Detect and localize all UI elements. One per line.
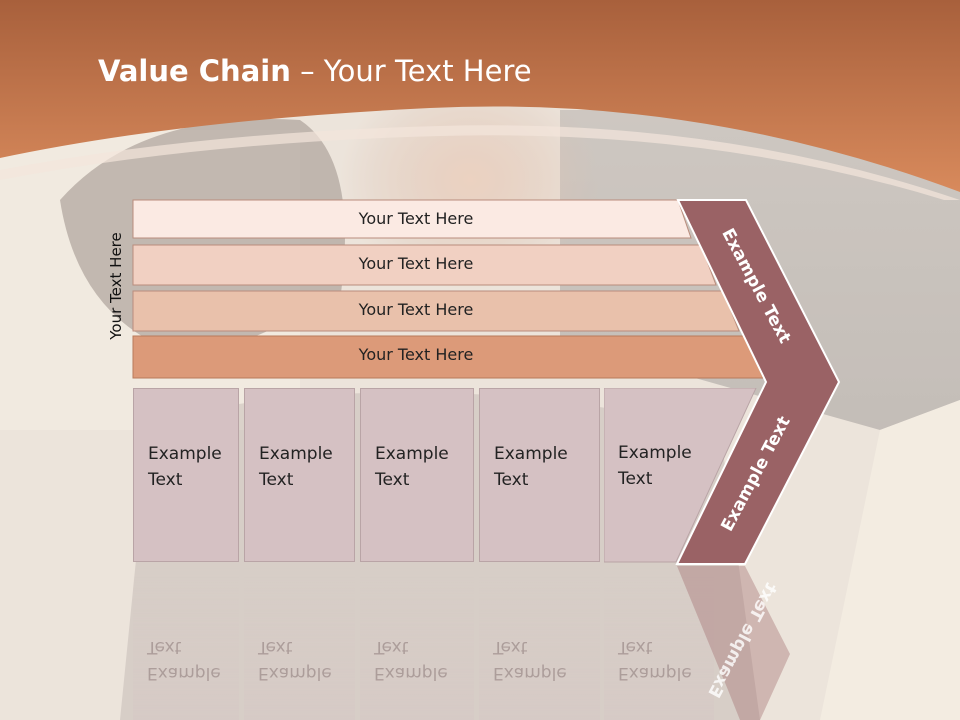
box-4-reflection-line2: Text — [493, 637, 528, 657]
box-1-line1: Example — [148, 444, 222, 464]
box-2-reflection: Example Text — [244, 564, 355, 720]
box-3: Example Text — [360, 388, 474, 562]
box-3-line1: Example — [375, 444, 449, 464]
side-label-text: Your Text Here — [107, 232, 125, 340]
row-3-label: Your Text Here — [358, 300, 474, 319]
box-2: Example Text — [244, 388, 355, 562]
box-4-line2: Text — [494, 470, 529, 490]
box-1-line2: Text — [148, 470, 183, 490]
box-5-line1: Example — [618, 443, 692, 463]
box-3-line2: Text — [375, 470, 410, 490]
box-4: Example Text — [479, 388, 600, 562]
box-5-line2: Text — [618, 469, 653, 489]
box-2-reflection-line2: Text — [258, 637, 293, 657]
box-3-reflection-line2: Text — [374, 637, 409, 657]
box-2-line1: Example — [259, 444, 333, 464]
row-2-label: Your Text Here — [358, 254, 474, 273]
box-3-reflection: Example Text — [360, 564, 474, 720]
box-2-line2: Text — [259, 470, 294, 490]
box-1: Example Text — [133, 388, 239, 562]
box-4-reflection-line1: Example — [493, 663, 567, 683]
title-rest: – Your Text Here — [290, 54, 532, 88]
box-1-reflection-line1: Example — [147, 663, 221, 683]
row-1-label: Your Text Here — [358, 209, 474, 228]
header-band — [0, 0, 960, 200]
box-5-reflection-line1: Example — [618, 663, 692, 683]
slide-title: Value Chain – Your Text Here — [98, 54, 532, 88]
box-4-reflection: Example Text — [479, 564, 600, 720]
box-2-reflection-line1: Example — [258, 663, 332, 683]
box-1-reflection-line2: Text — [147, 637, 182, 657]
box-4-line1: Example — [494, 444, 568, 464]
row-4-label: Your Text Here — [358, 345, 474, 364]
box-3-reflection-line1: Example — [374, 663, 448, 683]
box-1-reflection: Example Text — [133, 564, 239, 720]
box-5: Example Text — [604, 388, 714, 562]
box-5-reflection-line2: Text — [618, 637, 653, 657]
title-bold: Value Chain — [98, 54, 291, 88]
box-5-reflection: Example Text — [604, 564, 714, 720]
